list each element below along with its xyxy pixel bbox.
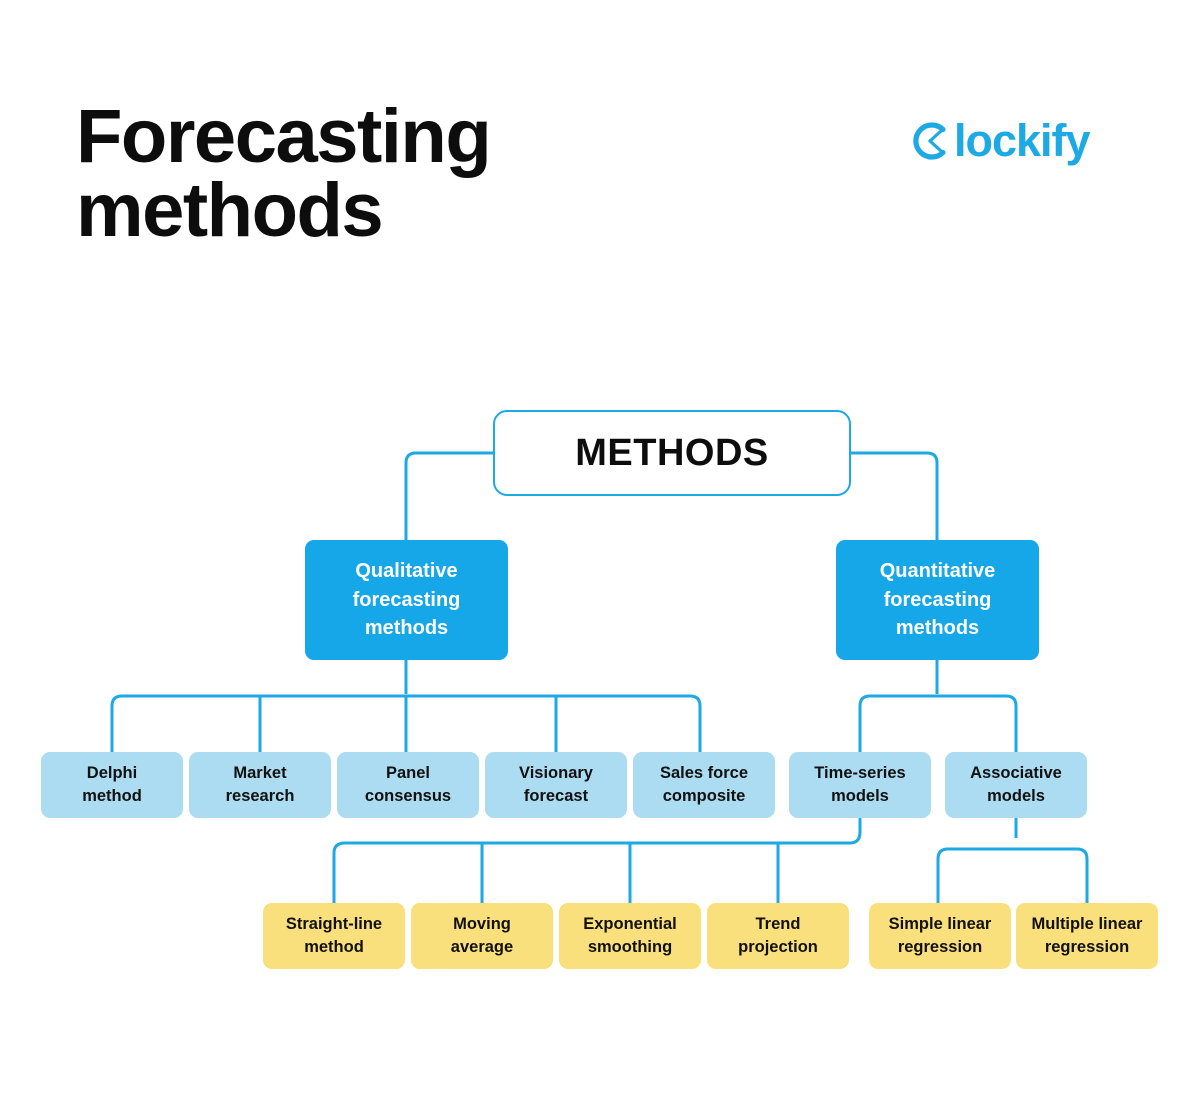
node-panel-consensus[interactable]: Panel consensus [337, 752, 479, 818]
node-visionary-forecast-label: Visionary forecast [519, 764, 593, 805]
node-straight-line-method[interactable]: Straight-line method [263, 903, 405, 969]
node-qualitative-label: Qualitative forecasting methods [352, 560, 461, 640]
node-associative-models[interactable]: Associative models [945, 752, 1087, 818]
node-delphi-method[interactable]: Delphi method [41, 752, 183, 818]
node-delphi-method-label: Delphi method [82, 764, 142, 805]
node-visionary-forecast[interactable]: Visionary forecast [485, 752, 627, 818]
node-simple-linear-regression[interactable]: Simple linear regression [869, 903, 1011, 969]
node-time-series-models-label: Time-series models [814, 764, 906, 805]
node-exponential-smoothing-label: Exponential smoothing [583, 915, 677, 956]
node-quantitative-label: Quantitative forecasting methods [879, 560, 996, 640]
node-simple-linear-regression-label: Simple linear regression [888, 915, 992, 956]
node-time-series-models[interactable]: Time-series models [789, 752, 931, 818]
node-moving-average[interactable]: Moving average [411, 903, 553, 969]
node-market-research[interactable]: Market research [189, 752, 331, 818]
clockify-wordmark: lockify [954, 115, 1091, 166]
node-market-research-label: Market research [225, 764, 295, 805]
node-exponential-smoothing[interactable]: Exponential smoothing [559, 903, 701, 969]
node-methods[interactable]: METHODS [493, 410, 851, 496]
node-panel-consensus-label: Panel consensus [364, 764, 452, 805]
node-trend-projection-label: Trend projection [738, 915, 818, 956]
node-associative-models-label: Associative models [970, 764, 1062, 805]
node-sales-force-composite[interactable]: Sales force composite [633, 752, 775, 818]
node-sales-force-composite-label: Sales force composite [659, 764, 749, 805]
clockify-logo: lockify [908, 115, 1091, 166]
node-qualitative-forecasting-methods[interactable]: Qualitative forecasting methods [305, 540, 508, 660]
node-methods-label: METHODS [575, 431, 769, 474]
node-straight-line-method-label: Straight-line method [285, 915, 383, 956]
node-quantitative-forecasting-methods[interactable]: Quantitative forecasting methods [836, 540, 1039, 660]
clockify-clock-c-icon [913, 121, 946, 160]
page-title: Forecasting methods [76, 94, 492, 254]
node-moving-average-label: Moving average [450, 915, 514, 956]
node-multiple-linear-regression[interactable]: Multiple linear regression [1016, 903, 1158, 969]
node-trend-projection[interactable]: Trend projection [707, 903, 849, 969]
node-multiple-linear-regression-label: Multiple linear regression [1031, 915, 1143, 956]
